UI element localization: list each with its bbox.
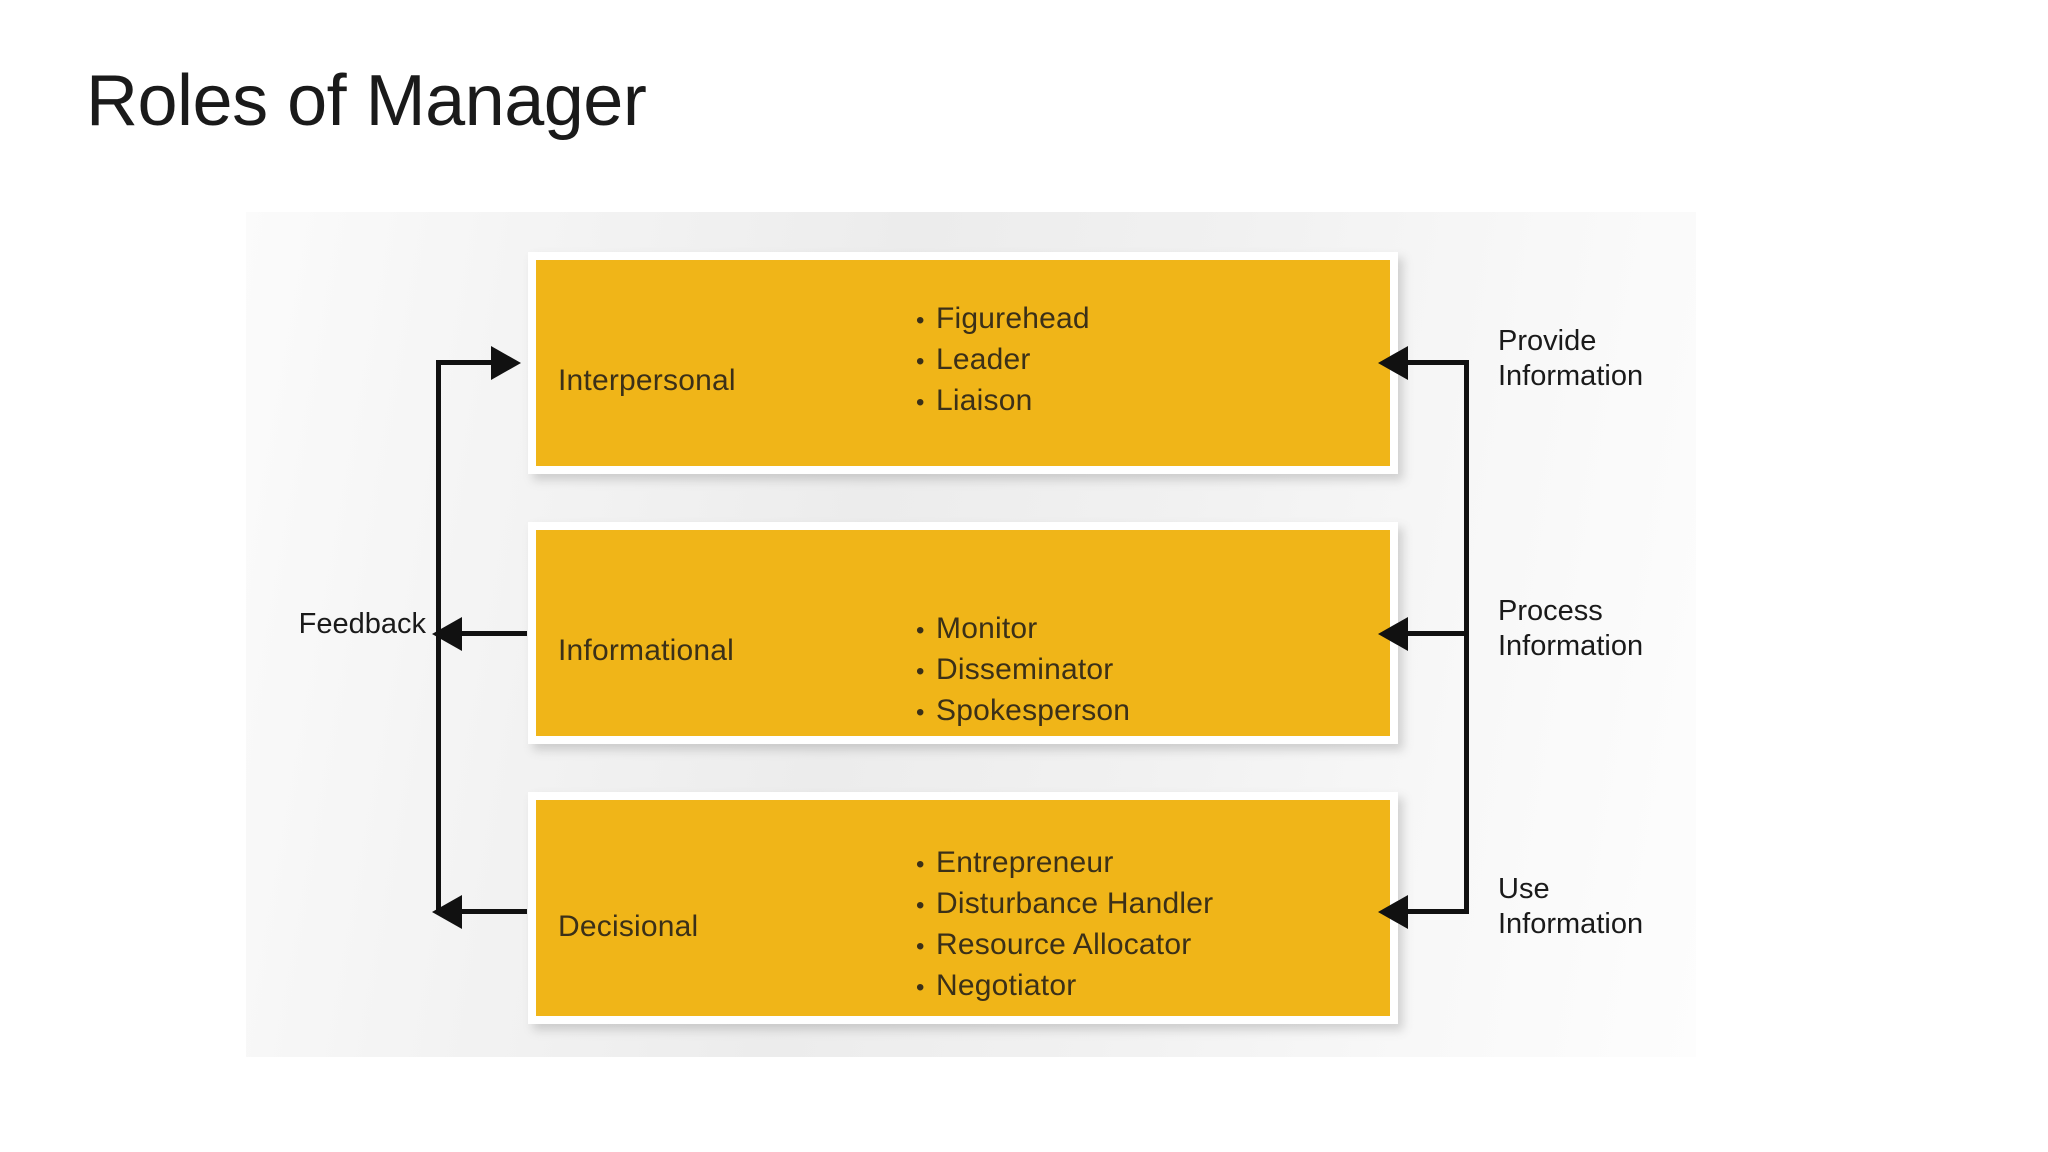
label-line-2: Information <box>1498 360 1644 393</box>
role-box-fill: Interpersonal Figurehead Leader Liaison <box>536 260 1390 466</box>
feedback-branch-middle-line <box>441 631 527 636</box>
information-spine-line <box>1464 360 1469 912</box>
role-category-label: Informational <box>558 634 735 667</box>
arrow-left-icon <box>1378 346 1408 380</box>
list-item: Entrepreneur <box>916 842 1213 883</box>
role-box-fill: Decisional Entrepreneur Disturbance Hand… <box>536 800 1390 1016</box>
list-item: Liaison <box>916 380 1090 421</box>
feedback-branch-top-line <box>436 360 514 365</box>
role-category-label: Interpersonal <box>558 364 736 397</box>
list-item: Spokesperson <box>916 690 1130 731</box>
feedback-branch-bottom-line <box>441 909 527 914</box>
list-item: Disseminator <box>916 649 1130 690</box>
label-line-2: Information <box>1498 630 1644 663</box>
role-list: Figurehead Leader Liaison <box>916 298 1090 421</box>
role-box-decisional: Decisional Entrepreneur Disturbance Hand… <box>528 792 1398 1024</box>
page-title: Roles of Manager <box>86 61 647 141</box>
label-line-2: Information <box>1498 908 1644 941</box>
arrow-left-icon <box>432 617 462 651</box>
list-item: Leader <box>916 339 1090 380</box>
role-box-fill: Informational Monitor Disseminator Spoke… <box>536 530 1390 736</box>
label-line-1: Process <box>1498 595 1603 627</box>
list-item: Resource Allocator <box>916 924 1213 965</box>
list-item: Disturbance Handler <box>916 883 1213 924</box>
role-box-informational: Informational Monitor Disseminator Spoke… <box>528 522 1398 744</box>
label-line-1: Provide <box>1498 325 1597 357</box>
arrow-left-icon <box>1378 617 1408 651</box>
label-line-1: Use <box>1498 873 1550 905</box>
arrow-right-icon <box>491 346 521 380</box>
list-item: Monitor <box>916 608 1130 649</box>
feedback-label: Feedback <box>298 608 426 640</box>
role-category-label: Decisional <box>558 910 699 943</box>
role-list: Monitor Disseminator Spokesperson <box>916 608 1130 731</box>
manager-roles-diagram: Interpersonal Figurehead Leader Liaison … <box>246 212 1696 1057</box>
process-information-label: Process Information <box>1498 594 1643 665</box>
information-branch-middle-line <box>1406 631 1469 636</box>
information-branch-bottom-line <box>1406 909 1469 914</box>
use-information-label: Use Information <box>1498 872 1643 943</box>
role-box-interpersonal: Interpersonal Figurehead Leader Liaison <box>528 252 1398 474</box>
information-branch-top-line <box>1406 360 1469 365</box>
role-list: Entrepreneur Disturbance Handler Resourc… <box>916 842 1213 1006</box>
provide-information-label: Provide Information <box>1498 324 1643 395</box>
list-item: Figurehead <box>916 298 1090 339</box>
list-item: Negotiator <box>916 965 1213 1006</box>
arrow-left-icon <box>432 895 462 929</box>
arrow-left-icon <box>1378 895 1408 929</box>
